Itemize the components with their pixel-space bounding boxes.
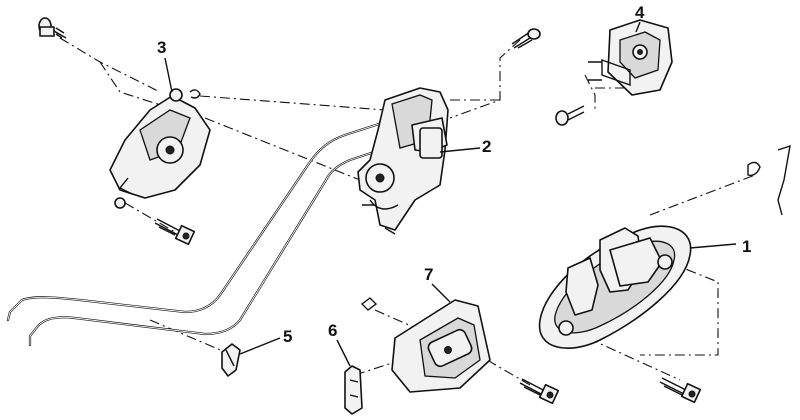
- assembly-lines: [59, 37, 756, 386]
- callout-5: 5: [283, 327, 292, 346]
- bolt-icon: [659, 377, 702, 404]
- screw-icon: [511, 28, 541, 49]
- callout-2: 2: [482, 137, 491, 156]
- bolt-icon: [154, 218, 196, 246]
- bolt-icon: [519, 378, 560, 405]
- outside-door-handle: [538, 225, 692, 349]
- clip-icon: [747, 144, 791, 216]
- handle-housing: [391, 299, 491, 393]
- rod-retainer: [221, 343, 241, 377]
- clip-icon: [360, 297, 378, 311]
- door-latch-assembly: [357, 87, 449, 235]
- leader-lines: [164, 21, 737, 367]
- callout-1: 1: [742, 237, 751, 256]
- rod-clip: [344, 365, 363, 415]
- callout-7: 7: [424, 265, 433, 284]
- linkage-rods: [6, 120, 387, 347]
- callout-4: 4: [635, 3, 645, 22]
- door-striker: [588, 19, 673, 96]
- door-lock-actuator: [109, 88, 211, 209]
- screw-icon: [555, 105, 585, 126]
- callout-3: 3: [157, 38, 166, 57]
- screw-icon: [38, 17, 67, 39]
- callout-6: 6: [328, 321, 337, 340]
- callouts: 1 2 3 4 5 6 7: [157, 3, 751, 346]
